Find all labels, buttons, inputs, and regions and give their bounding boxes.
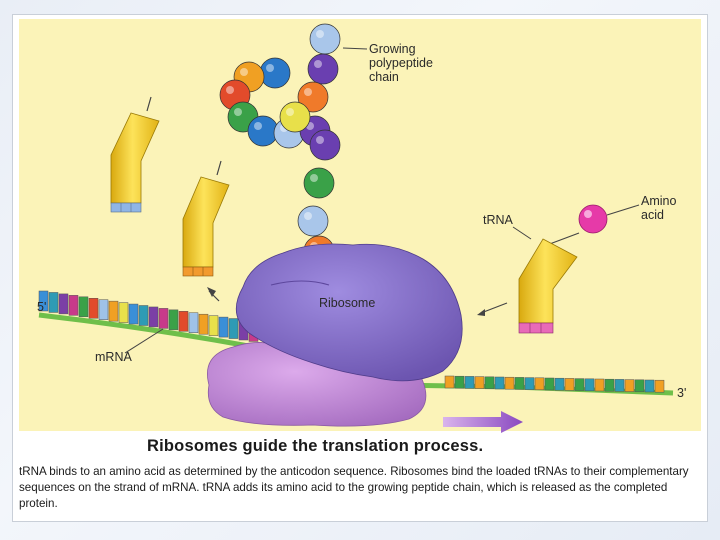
mrna-base bbox=[474, 376, 485, 389]
mrna-base bbox=[178, 311, 189, 332]
mrna-base bbox=[78, 296, 89, 318]
mrna-base bbox=[594, 378, 605, 392]
mrna-base bbox=[168, 309, 179, 331]
amino-acid-bead bbox=[309, 23, 341, 55]
bead-highlight bbox=[226, 86, 234, 94]
entry-arrow bbox=[480, 302, 508, 314]
mrna-base bbox=[68, 295, 79, 316]
label-trna: tRNA bbox=[483, 213, 514, 227]
amino-acid-bead bbox=[259, 57, 291, 89]
mrna-base bbox=[228, 318, 239, 339]
label-mrna: mRNA bbox=[95, 350, 132, 364]
mrna-base bbox=[464, 376, 475, 389]
mrna-base bbox=[98, 299, 109, 320]
translation-diagram: Growing polypeptide chain Amino acid tRN… bbox=[19, 19, 701, 433]
amino-acid-bead bbox=[297, 205, 329, 237]
mrna-base bbox=[654, 379, 665, 393]
mrna-base bbox=[158, 308, 169, 329]
mrna-base bbox=[644, 379, 655, 393]
label-3-prime: 3' bbox=[677, 386, 686, 400]
mrna-base bbox=[564, 378, 575, 391]
ribosome-large-subunit bbox=[235, 243, 463, 382]
mrna-base bbox=[208, 315, 219, 336]
bead-highlight bbox=[316, 136, 324, 144]
mrna-strand bbox=[38, 290, 674, 396]
mrna-bases-left bbox=[38, 290, 259, 342]
mrna-bases-right bbox=[444, 375, 665, 393]
mrna-base bbox=[544, 377, 555, 391]
mrna-base bbox=[48, 292, 59, 313]
bead-highlight bbox=[240, 68, 248, 76]
amino-acid-bead bbox=[309, 129, 341, 161]
bead-highlight bbox=[304, 212, 312, 220]
mrna-base bbox=[514, 377, 525, 390]
trna-free-1 bbox=[110, 96, 160, 213]
mrna-base bbox=[444, 375, 455, 389]
mrna-base bbox=[454, 375, 465, 389]
mrna-base bbox=[188, 312, 199, 333]
mrna-backbone-left bbox=[38, 312, 264, 352]
bead-highlight bbox=[234, 108, 242, 116]
bead-highlight bbox=[286, 108, 294, 116]
label-5-prime: 5' bbox=[37, 300, 46, 314]
mrna-base bbox=[484, 376, 495, 390]
mrna-base bbox=[574, 378, 585, 391]
trna-loaded bbox=[518, 232, 580, 334]
mrna-base bbox=[108, 300, 119, 322]
mrna-base bbox=[494, 376, 505, 390]
amino-acid-bead bbox=[297, 81, 329, 113]
mrna-base bbox=[138, 305, 149, 326]
mrna-base bbox=[534, 377, 545, 391]
caption-title: Ribosomes guide the translation process. bbox=[147, 437, 484, 455]
ribosome bbox=[207, 243, 463, 427]
mrna-base bbox=[148, 306, 159, 328]
mrna-base bbox=[88, 298, 99, 319]
label-amino-acid: Amino acid bbox=[641, 194, 680, 222]
label-growing-chain: Growing polypeptide chain bbox=[369, 42, 436, 84]
bead-highlight bbox=[314, 60, 322, 68]
mrna-base bbox=[624, 379, 635, 392]
mrna-base bbox=[218, 316, 229, 338]
label-ribosome: Ribosome bbox=[319, 296, 375, 310]
mrna-base bbox=[604, 378, 615, 392]
mrna-base bbox=[38, 290, 49, 312]
amino-acid-bead bbox=[307, 53, 339, 85]
direction-arrow bbox=[443, 411, 523, 433]
mrna-base bbox=[118, 302, 129, 323]
mrna-base bbox=[634, 379, 645, 393]
mrna-base bbox=[504, 376, 515, 390]
bead-highlight bbox=[254, 122, 262, 130]
amino-acid-bead bbox=[303, 167, 335, 199]
bead-highlight bbox=[304, 88, 312, 96]
mrna-base bbox=[198, 313, 209, 335]
caption-body: tRNA binds to an amino acid as determine… bbox=[19, 465, 689, 510]
caption: Ribosomes guide the translation process.… bbox=[13, 435, 707, 521]
mrna-base bbox=[614, 379, 625, 392]
amino-acid-sphere bbox=[578, 204, 608, 234]
mrna-base bbox=[584, 378, 595, 392]
trna-free-2 bbox=[182, 160, 230, 277]
amino-acid-bead bbox=[247, 115, 279, 147]
mrna-base bbox=[128, 303, 139, 325]
bead-highlight bbox=[316, 30, 324, 38]
mrna-base bbox=[58, 293, 69, 315]
translation-figure: Growing polypeptide chain Amino acid tRN… bbox=[12, 14, 708, 522]
amino-acid-bead bbox=[279, 101, 311, 133]
mrna-base bbox=[554, 377, 565, 391]
bead-highlight bbox=[310, 174, 318, 182]
mrna-base bbox=[524, 377, 535, 390]
bead-highlight bbox=[266, 64, 274, 72]
